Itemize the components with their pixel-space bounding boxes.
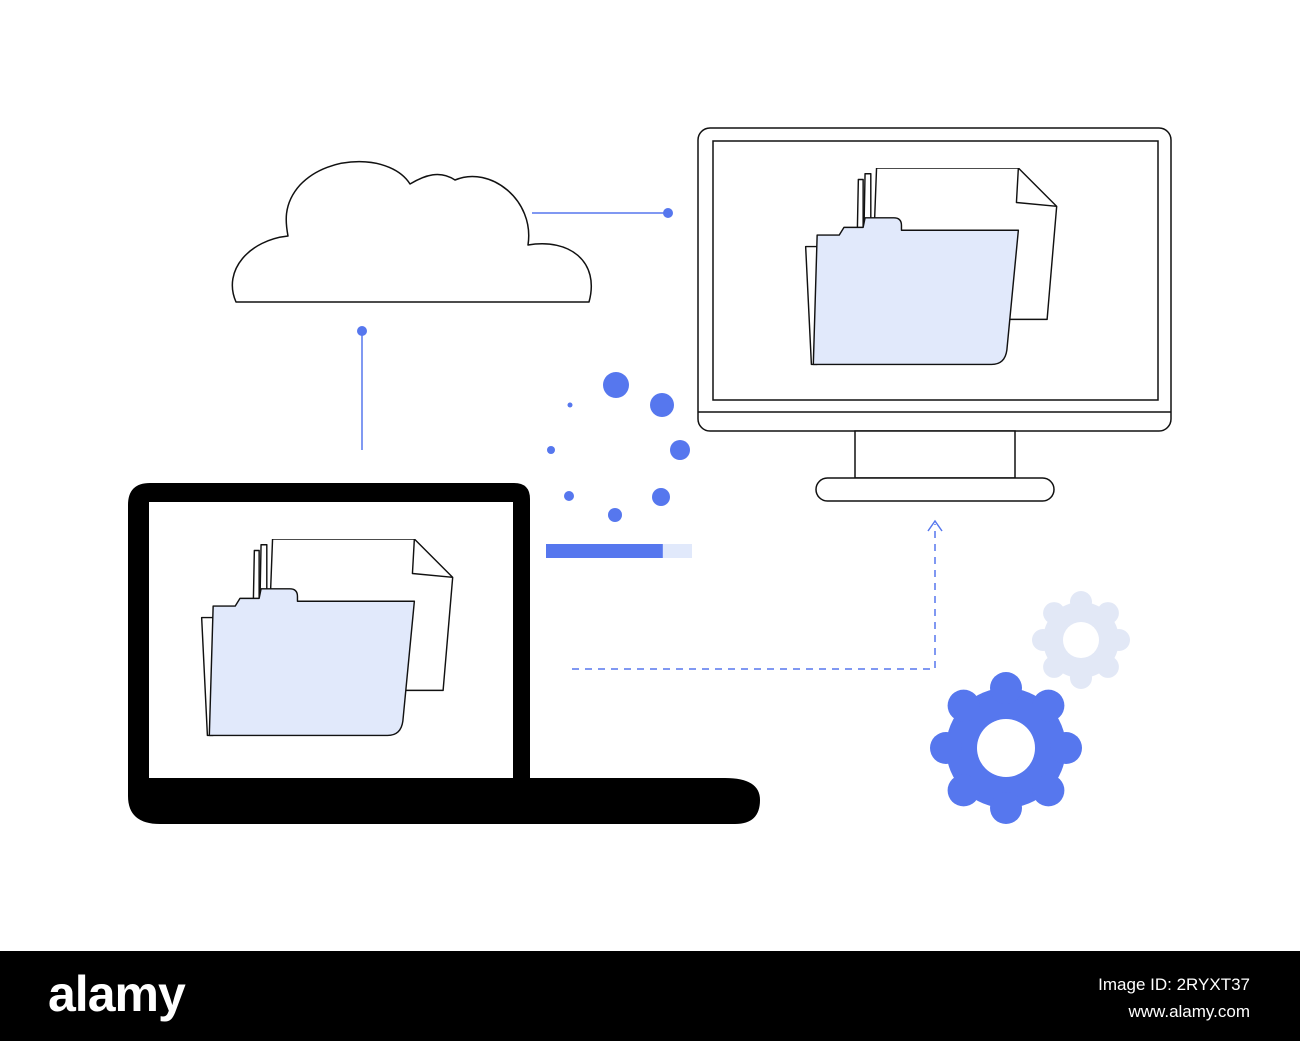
laptop-icon [128, 483, 760, 824]
sync-arrow-path [572, 524, 936, 670]
cloud-icon [231, 160, 592, 303]
watermark-footer: alamy Image ID: 2RYXT37 www.alamy.com [0, 951, 1300, 1041]
desktop-monitor-icon [697, 127, 1172, 502]
progress-fill [546, 544, 663, 558]
arrow-head-icon [927, 519, 943, 532]
connector-dot [357, 326, 367, 336]
gear-icon-large [930, 672, 1082, 824]
gear-icon-small [1032, 591, 1130, 689]
image-meta: Image ID: 2RYXT37 www.alamy.com [1098, 971, 1250, 1025]
transfer-progress-bar [546, 544, 692, 558]
data-sync-illustration [128, 127, 1172, 824]
loading-dots-icon [547, 372, 690, 522]
connector-dot [663, 208, 673, 218]
image-id-text: Image ID: 2RYXT37 [1098, 975, 1250, 994]
alamy-logo: alamy [48, 966, 186, 1022]
site-url-text: www.alamy.com [1128, 1002, 1250, 1021]
